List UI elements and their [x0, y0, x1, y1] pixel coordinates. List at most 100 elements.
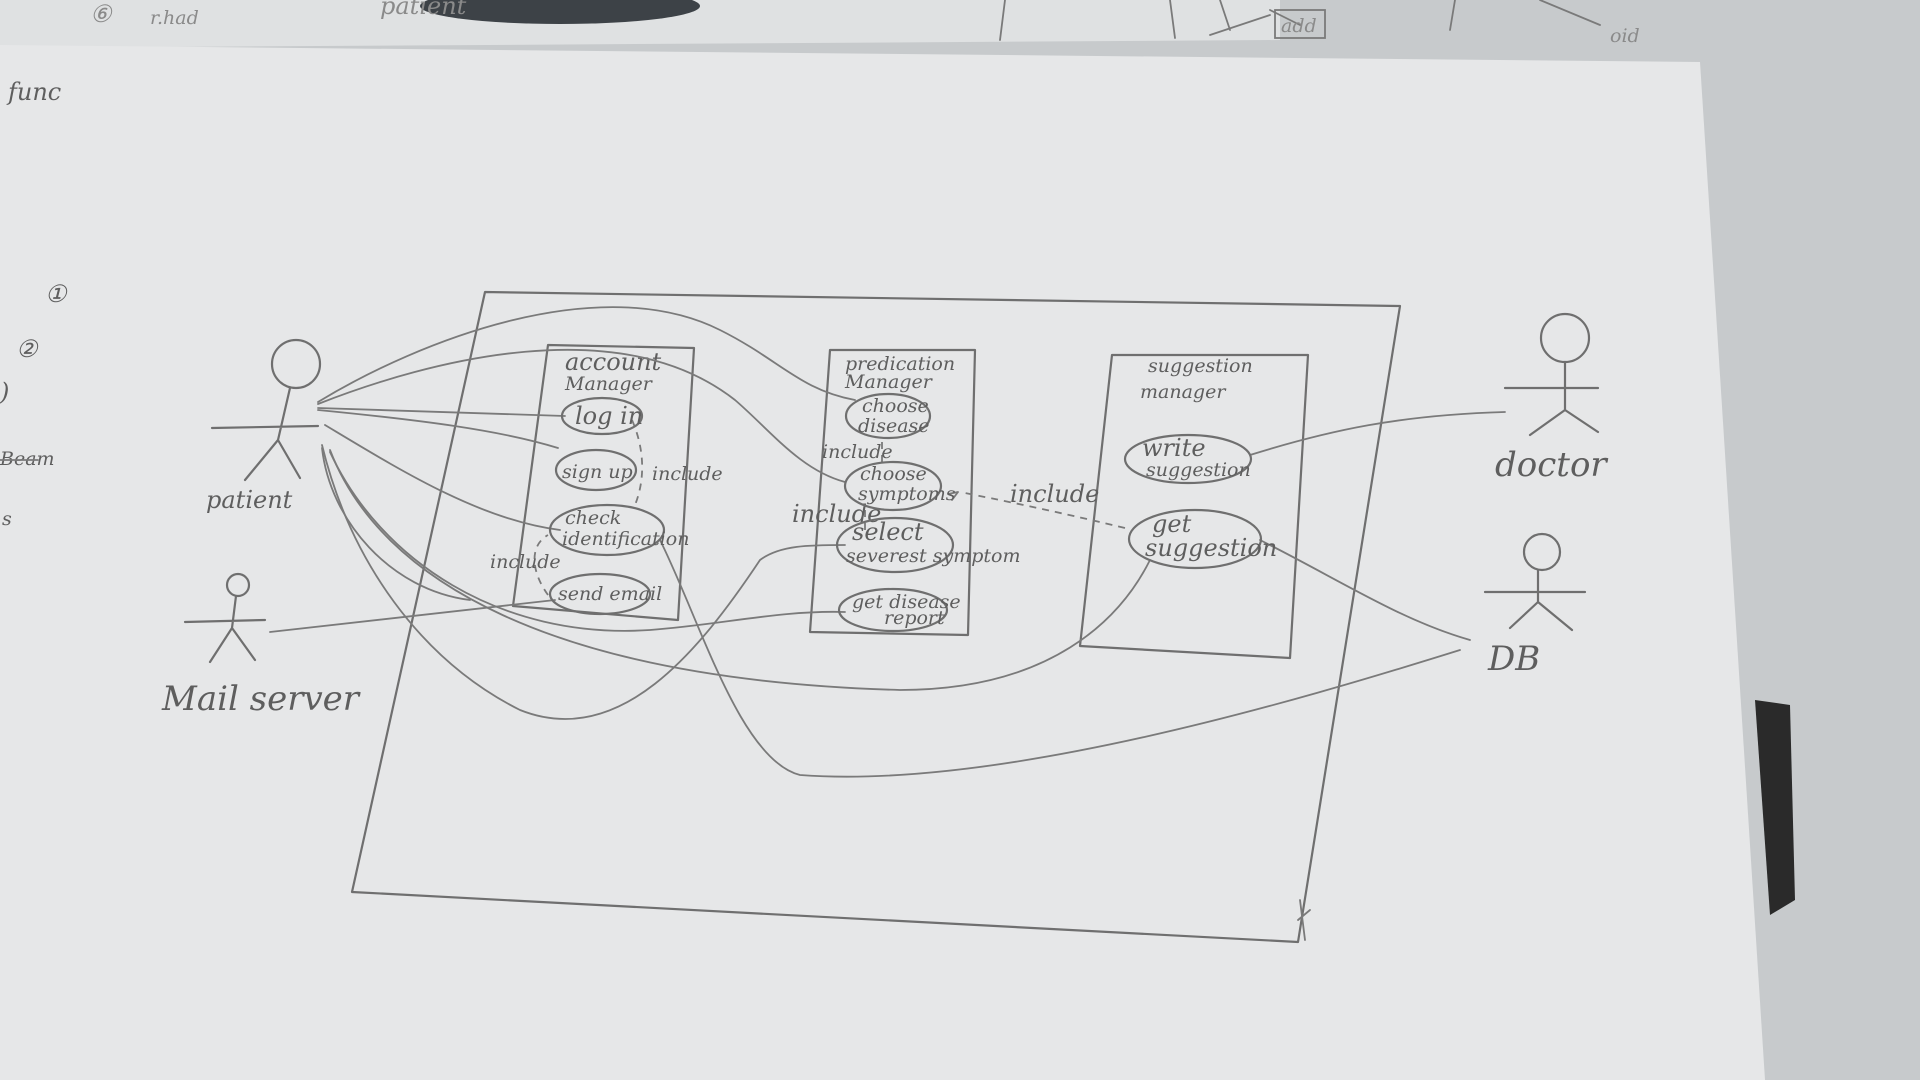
predication-title-1: predication: [845, 353, 955, 375]
use-case-check-identification-oval: [548, 503, 666, 557]
actor-doctor-label: doctor: [1495, 445, 1608, 485]
mail-server-to-send-email: [269, 599, 556, 633]
patient-long-arc: [321, 447, 471, 601]
use-case-sign-up-label: sign up: [562, 461, 633, 483]
predication-title-2: Manager: [844, 371, 934, 393]
margin-number-1: ①: [45, 280, 68, 308]
top-word-c: oid: [1610, 25, 1640, 47]
use-case-sign-up: sign up: [554, 448, 638, 492]
actor-db-body: [1483, 568, 1587, 632]
patient-to-select-severest: [321, 444, 846, 720]
margin-number-3: ): [0, 378, 9, 406]
margin-s: s: [2, 508, 12, 530]
include-label-pred-2: include: [792, 500, 881, 528]
use-case-select-severest-label-1: select: [852, 518, 924, 546]
use-case-select-severest-label-2: severest symptom: [846, 545, 1020, 567]
use-case-sign-up-oval: [554, 448, 638, 492]
patient-to-get-report: [329, 451, 846, 632]
use-case-choose-disease-label-1: choose: [862, 395, 929, 417]
use-case-log-in-label: log in: [575, 402, 643, 430]
use-case-get-suggestion-label-2: suggestion: [1145, 534, 1277, 562]
paper-sheet-top: [0, 0, 1280, 48]
dark-object-edge: [1755, 700, 1795, 915]
suggestion-title-2: manager: [1140, 381, 1227, 403]
package-predication-manager: [808, 348, 977, 637]
margin-number-2: ②: [16, 335, 39, 363]
association-lines: [269, 306, 1506, 778]
actor-patient-label: patient: [206, 486, 293, 514]
actor-mail-server-head: [225, 572, 251, 598]
check-id-to-db: [659, 539, 1461, 778]
use-case-check-identification-label-2: identification: [562, 528, 689, 550]
use-case-choose-symptoms-label-1: choose: [860, 463, 927, 485]
use-case-send-email-label: send email: [558, 583, 662, 605]
package-account-manager: [511, 343, 696, 622]
use-case-write-suggestion: write suggestion: [1123, 433, 1253, 485]
package-suggestion-manager: [1078, 353, 1310, 660]
use-case-choose-disease-label-2: disease: [858, 415, 930, 437]
use-case-select-severest-symptom: select severest symptom: [835, 516, 1020, 574]
patient-to-choose-disease: [317, 306, 856, 403]
top-word-b: patient: [380, 0, 467, 20]
include-get-suggestion-symptoms: [959, 491, 1126, 529]
include-login-checkid: [631, 419, 644, 506]
include-label-account: include: [652, 463, 723, 485]
suggestion-title-1: suggestion: [1148, 355, 1253, 377]
actor-patient: patient: [206, 338, 322, 514]
get-suggestion-to-db: [1259, 539, 1471, 641]
use-case-get-disease-report-label-2: report: [884, 607, 945, 629]
use-case-check-identification: check identification: [548, 503, 689, 557]
actor-db: DB: [1483, 532, 1587, 679]
doctor-to-write-suggestion: [1249, 411, 1506, 456]
actor-patient-head: [270, 338, 322, 390]
patient-to-choose-symptoms: [317, 348, 846, 483]
use-case-get-suggestion-label-1: get: [1152, 510, 1192, 538]
use-case-write-suggestion-label-1: write: [1142, 434, 1206, 462]
top-circle-number: ⑥: [90, 0, 113, 28]
use-case-choose-disease: choose disease: [844, 392, 932, 440]
actor-mail-server-body: [183, 594, 267, 664]
top-scraps: ⑥ r.had patient add oid: [90, 0, 1640, 47]
top-box: [1274, 9, 1326, 39]
actor-mail-server-label: Mail server: [161, 679, 361, 719]
dark-object-top: [420, 0, 700, 24]
actor-patient-body: [210, 386, 320, 482]
use-case-get-disease-report-label-1: get disease: [852, 591, 961, 613]
use-case-choose-symptoms: choose symptoms: [843, 460, 956, 512]
patient-to-log-in: [317, 407, 566, 417]
use-case-send-email-oval: [548, 572, 652, 616]
margin-func: func: [6, 78, 61, 106]
include-arrowhead: [947, 491, 959, 501]
patient-to-check-identification: [324, 424, 561, 531]
patient-to-sign-up: [317, 409, 559, 449]
account-title-2: Manager: [564, 373, 654, 395]
use-case-check-identification-label-1: check: [565, 507, 621, 529]
use-case-get-disease-report-oval: [837, 587, 949, 633]
package-titles: account Manager predication Manager sugg…: [564, 348, 1253, 403]
use-case-write-suggestion-label-2: suggestion: [1146, 459, 1251, 481]
include-relations: include include include include include: [490, 419, 1126, 596]
actor-db-label: DB: [1487, 639, 1540, 679]
top-box-label: add: [1281, 15, 1317, 37]
use-case-select-severest-oval: [835, 516, 955, 574]
use-case-write-suggestion-oval: [1123, 433, 1253, 485]
include-label-pred-1: include: [822, 441, 893, 463]
margin-notes: func ① ② ) Beam s: [0, 78, 68, 530]
use-case-send-email: send email: [548, 572, 662, 616]
include-label-cross: include: [1010, 480, 1099, 508]
use-case-get-disease-report: get disease report: [837, 587, 961, 633]
top-sketch-lines: [999, 0, 1601, 41]
actor-doctor: doctor: [1495, 312, 1608, 485]
actor-doctor-body: [1503, 360, 1600, 437]
patient-to-get-suggestion: [329, 449, 1151, 691]
use-case-log-in: log in: [560, 396, 644, 436]
boundary-corner-mark: [1297, 899, 1311, 941]
use-case-choose-symptoms-oval: [843, 460, 943, 512]
use-case-get-suggestion-oval: [1127, 508, 1263, 570]
include-label-account-2: include: [490, 551, 561, 573]
margin-strikethrough: Beam: [0, 448, 55, 470]
use-case-log-in-oval: [560, 396, 644, 436]
actor-mail-server: Mail server: [161, 572, 361, 719]
use-case-choose-symptoms-label-2: symptoms: [858, 483, 956, 505]
